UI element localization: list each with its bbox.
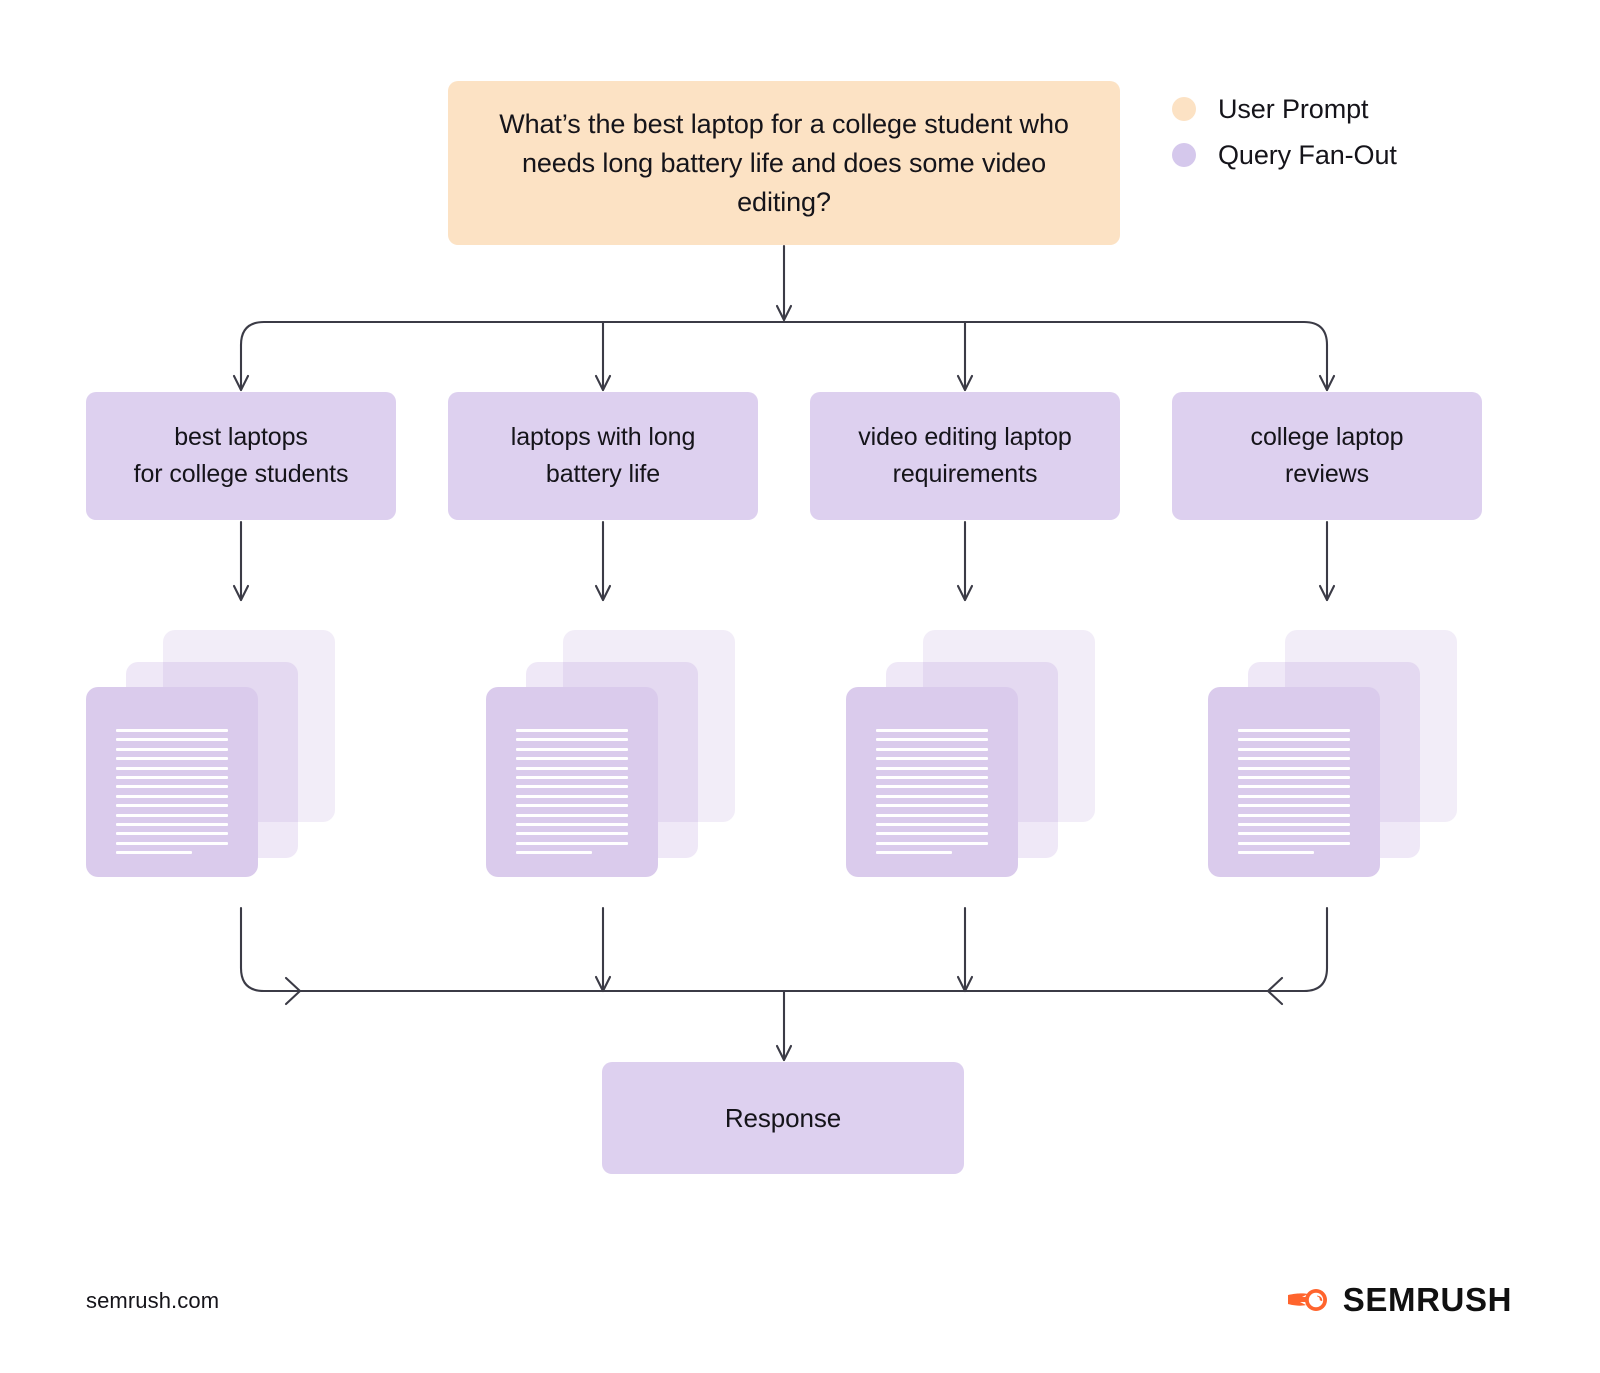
document-text-line [1238,794,1350,798]
document-text-line [1238,766,1350,770]
document-text-line [876,747,988,751]
document-text-line [116,832,228,836]
legend: User Prompt Query Fan-Out [1172,86,1397,178]
document-stack-icon-3 [846,630,1106,892]
fanout-text-2-line2: battery life [545,460,661,488]
document-stack-icon-2 [486,630,746,892]
document-text-line [116,841,228,845]
document-card-front [486,687,658,877]
document-text-line [516,766,628,770]
document-text-line [1238,757,1350,761]
document-text-line [116,822,228,826]
document-text-line [516,822,628,826]
fanout-box-4: college laptop reviews [1172,392,1482,520]
fanout-text-1-line1: best laptops [174,423,308,451]
document-text-line [516,747,628,751]
document-text-line [876,785,988,789]
document-text-line [516,757,628,761]
document-text-line [516,775,628,779]
document-text-line [116,775,228,779]
document-text-line [1238,841,1350,845]
fanout-text-1: best laptops for college students [134,419,349,493]
document-text-line [876,729,988,732]
document-text-line [116,747,228,751]
document-text-line [116,794,228,798]
document-text-line [876,841,988,845]
document-stack-icon-4 [1208,630,1468,892]
fanout-text-4-line2: reviews [1284,460,1370,488]
legend-label-user-prompt: User Prompt [1218,93,1369,124]
document-text-line [1238,747,1350,751]
fanout-text-1-line2: for college students [133,460,349,488]
legend-item-query-fan-out: Query Fan-Out [1172,132,1397,178]
legend-item-user-prompt: User Prompt [1172,86,1397,132]
document-text-line [1238,832,1350,836]
document-text-line [876,794,988,798]
document-text-lines [876,729,988,860]
fanout-text-4-line1: college laptop [1250,423,1404,451]
document-text-line [516,738,628,742]
document-text-line [116,851,193,855]
response-box: Response [602,1062,964,1174]
document-text-lines [1238,729,1350,860]
document-text-line [1238,851,1315,855]
document-text-line [516,729,628,732]
footer-url: semrush.com [86,1288,220,1313]
document-text-line [876,822,988,826]
legend-label-query-fan-out: Query Fan-Out [1218,139,1397,170]
document-text-line [1238,738,1350,742]
document-text-line [116,729,228,732]
document-text-line [516,794,628,798]
document-text-line [1238,804,1350,808]
user-prompt-text: What’s the best laptop for a college stu… [499,108,1069,217]
document-text-lines [516,729,628,860]
document-text-line [1238,775,1350,779]
semrush-branding: SEMRUSH [1286,1281,1512,1319]
document-text-lines [116,729,228,860]
fanout-box-3: video editing laptop requirements [810,392,1120,520]
fanout-text-3-line1: video editing laptop [858,423,1072,451]
document-text-line [516,813,628,817]
document-text-line [876,851,953,855]
document-text-line [516,841,628,845]
semrush-logo-icon [1287,1289,1327,1311]
document-text-line [1238,785,1350,789]
document-text-line [876,832,988,836]
fanout-text-4: college laptop reviews [1251,419,1404,493]
legend-dot-peach-icon [1172,97,1196,121]
document-text-line [516,804,628,808]
document-text-line [116,804,228,808]
document-card-front [1208,687,1380,877]
document-text-line [1238,822,1350,826]
document-text-line [876,757,988,761]
document-text-line [516,851,593,855]
document-text-line [876,738,988,742]
response-label: Response [724,1102,842,1133]
fanout-box-1: best laptops for college students [86,392,396,520]
document-text-line [116,738,228,742]
fanout-text-2: laptops with long battery life [511,419,696,493]
document-text-line [116,813,228,817]
document-text-line [876,766,988,770]
document-text-line [116,757,228,761]
fanout-box-2: laptops with long battery life [448,392,758,520]
document-text-line [516,785,628,789]
document-text-line [116,785,228,789]
document-card-front [86,687,258,877]
document-text-line [1238,813,1350,817]
document-card-front [846,687,1018,877]
document-text-line [876,804,988,808]
fanout-text-3: video editing laptop requirements [858,419,1072,493]
document-text-line [116,766,228,770]
fanout-text-3-line2: requirements [892,460,1038,488]
legend-dot-purple-icon [1172,143,1196,167]
fanout-text-2-line1: laptops with long [510,423,696,451]
document-text-line [876,813,988,817]
document-text-line [516,832,628,836]
document-text-line [1238,729,1350,732]
user-prompt-box: What’s the best laptop for a college stu… [448,81,1120,245]
document-stack-icon-1 [86,630,346,892]
document-text-line [876,775,988,779]
semrush-wordmark: SEMRUSH [1342,1281,1512,1318]
